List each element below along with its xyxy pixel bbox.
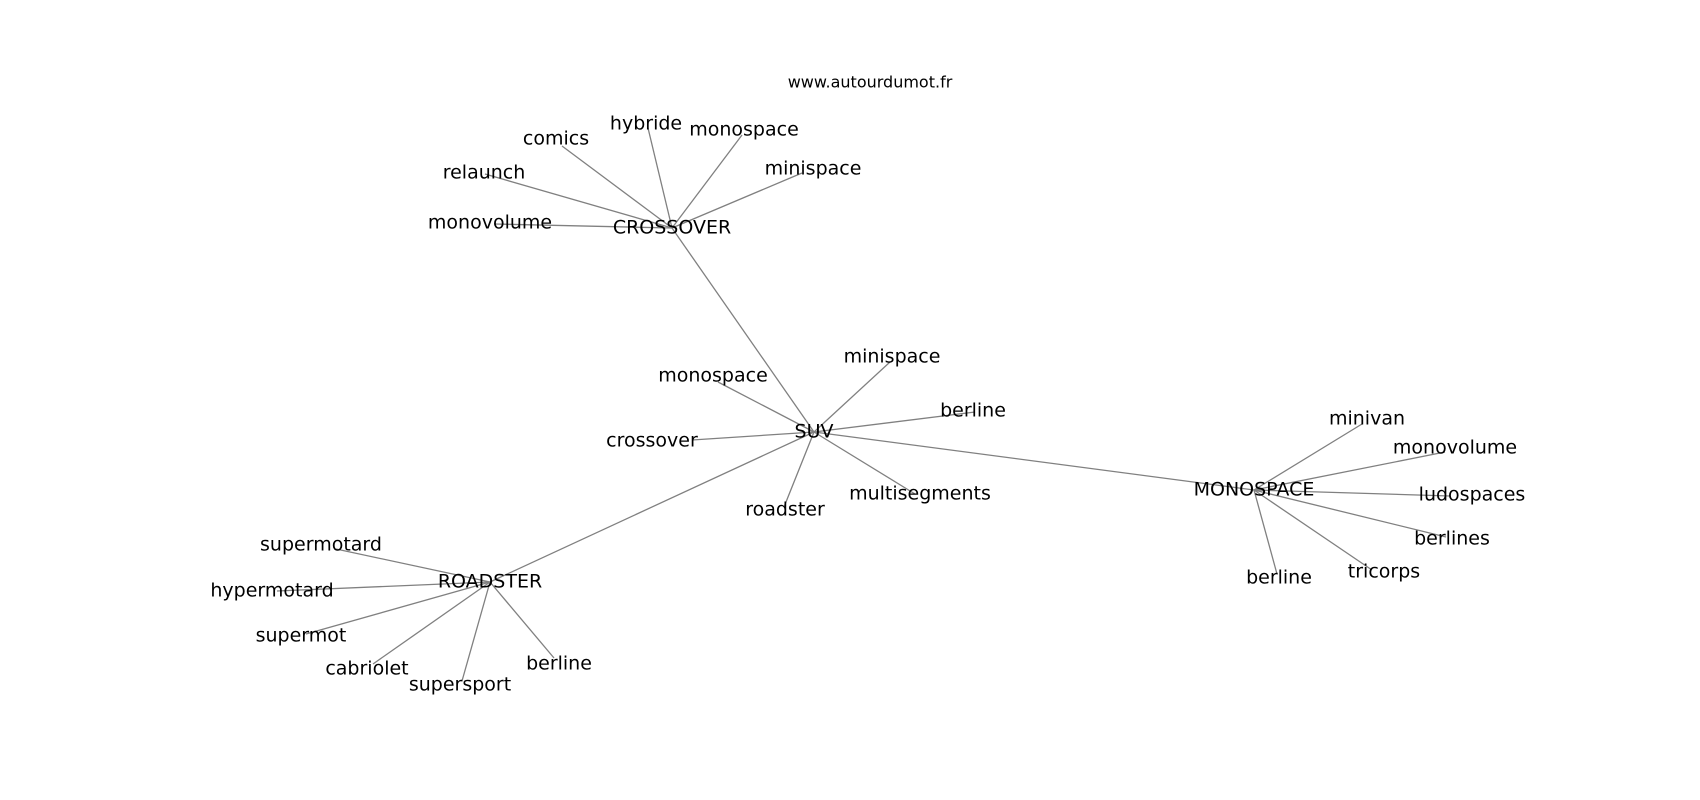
hub-node-crossover: CROSSOVER [613, 217, 731, 239]
edge-suv-minispace [813, 361, 891, 433]
leaf-node-crossover-comics: comics [523, 128, 589, 150]
watermark: www.autourdumot.fr [787, 72, 953, 92]
edge-monospace-berline [1253, 489, 1278, 575]
hub-node-suv: SUV [795, 421, 834, 443]
leaf-node-crossover-relaunch: relaunch [443, 162, 526, 184]
hub-node-roadster: ROADSTER [438, 571, 542, 593]
leaf-node-crossover-monovolume: monovolume [428, 212, 552, 234]
edge-crossover-minispace [671, 172, 803, 229]
leaf-node-crossover-hybride: hybride [610, 113, 682, 135]
edge-suv-multisegments [813, 431, 916, 495]
edge-suv-berline [813, 411, 976, 433]
leaf-node-roadster-hypermotard: hypermotard [210, 580, 333, 602]
leaf-node-monospace-berlines: berlines [1414, 528, 1490, 550]
edge-crossover-relaunch [484, 173, 673, 229]
edge-monospace-berlines [1253, 489, 1447, 538]
leaf-node-monospace-tricorps: tricorps [1348, 561, 1420, 583]
leaf-node-roadster-cabriolet: cabriolet [325, 658, 408, 680]
edge-roadster-berline [489, 581, 555, 659]
edge-crossover-comics [561, 145, 673, 229]
leaf-node-suv-monospace: monospace [658, 365, 768, 387]
leaf-node-monospace-ludospaces: ludospaces [1419, 484, 1526, 506]
leaf-node-suv-crossover: crossover [606, 430, 698, 452]
edge-roadster-supersport [461, 581, 491, 682]
leaf-node-suv-multisegments: multisegments [849, 483, 991, 505]
edge-monospace-monovolume [1253, 451, 1446, 491]
hub-node-monospace: MONOSPACE [1194, 479, 1315, 501]
leaf-node-monospace-berline: berline [1246, 567, 1312, 589]
leaf-node-suv-minispace: minispace [844, 346, 941, 368]
edge-monospace-ludospaces [1253, 489, 1451, 497]
leaf-node-roadster-supersport: supersport [409, 674, 511, 696]
edge-suv-crossover [671, 227, 815, 433]
leaf-node-crossover-monospace: monospace [689, 119, 799, 141]
leaf-node-roadster-berline: berline [526, 653, 592, 675]
edges-layer [276, 127, 1451, 682]
leaf-node-roadster-supermotard: supermotard [260, 534, 382, 556]
leaf-node-suv-roadster: roadster [745, 499, 825, 521]
edge-suv-monospace [813, 431, 1255, 491]
leaf-node-crossover-minispace: minispace [765, 158, 862, 180]
edge-roadster-supermot [305, 581, 491, 635]
edge-crossover-monovolume [493, 223, 673, 229]
edge-monospace-minivan [1253, 423, 1363, 491]
leaf-node-monospace-minivan: minivan [1329, 408, 1405, 430]
edge-suv-crossover [691, 431, 815, 441]
leaf-node-monospace-monovolume: monovolume [1393, 437, 1517, 459]
leaf-node-roadster-supermot: supermot [256, 625, 347, 647]
edge-crossover-monospace [671, 134, 743, 229]
edge-roadster-supermotard [335, 548, 491, 583]
edge-roadster-hypermotard [276, 581, 491, 592]
edge-suv-roadster [489, 431, 815, 583]
labels-layer: minispace monospace berline crossover roadst… [210, 113, 1525, 696]
edge-roadster-cabriolet [372, 581, 491, 665]
edge-monospace-tricorps [1253, 489, 1373, 571]
leaf-node-suv-berline: berline [940, 400, 1006, 422]
edge-crossover-hybride [647, 127, 673, 229]
edge-suv-monospace [717, 381, 815, 433]
edge-suv-roadster [783, 431, 815, 508]
